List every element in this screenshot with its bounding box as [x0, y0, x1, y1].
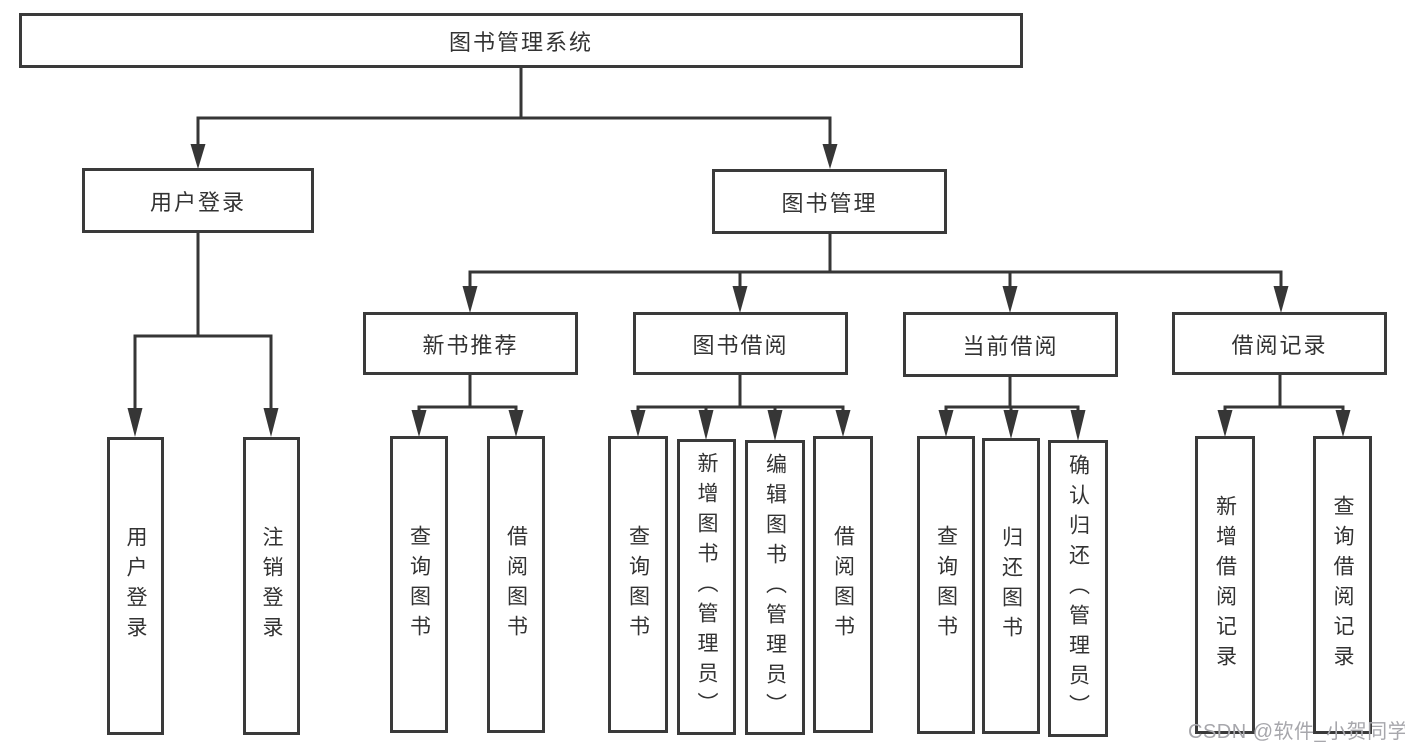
node-book-management: 图书管理 — [712, 169, 947, 234]
node-label: 查询图书 — [407, 524, 431, 645]
leaf-user-login: 用户登录 — [107, 437, 164, 735]
node-label: 编辑图书（管理员） — [763, 452, 787, 723]
node-label: 图书管理系统 — [448, 29, 593, 55]
node-label: 归还图书 — [999, 526, 1023, 646]
watermark: CSDN @软件_小贺同学 — [1188, 721, 1405, 743]
node-label: 图书管理 — [781, 190, 878, 216]
node-label: 查询借阅记录 — [1331, 495, 1354, 675]
node-label: 借阅图书 — [831, 524, 855, 645]
node-new-book-recommend: 新书推荐 — [363, 312, 578, 375]
leaf-borrow-edit-books-admin: 编辑图书（管理员） — [745, 440, 805, 735]
leaf-records-add-record: 新增借阅记录 — [1195, 436, 1255, 734]
node-label: 图书借阅 — [692, 332, 789, 358]
node-book-borrow: 图书借阅 — [633, 312, 848, 375]
leaf-current-query-books: 查询图书 — [917, 436, 975, 734]
node-root: 图书管理系统 — [19, 13, 1023, 68]
leaf-records-query-record: 查询借阅记录 — [1313, 436, 1372, 734]
leaf-newbook-borrow-books: 借阅图书 — [487, 436, 545, 733]
node-label: 借阅图书 — [504, 524, 528, 645]
node-label: 注销登录 — [260, 526, 283, 646]
node-label: 新书推荐 — [422, 332, 519, 358]
node-label: 借阅记录 — [1231, 332, 1328, 358]
leaf-borrow-borrow-books: 借阅图书 — [813, 436, 873, 733]
node-current-borrow: 当前借阅 — [903, 312, 1118, 377]
node-label: 新增借阅记录 — [1213, 495, 1237, 675]
node-label: 用户登录 — [149, 189, 246, 215]
node-label: 当前借阅 — [962, 333, 1059, 359]
leaf-current-return-books: 归还图书 — [982, 438, 1040, 734]
leaf-current-confirm-return-admin: 确认归还（管理员） — [1048, 440, 1108, 737]
node-label: 查询图书 — [626, 524, 650, 645]
leaf-borrow-add-books-admin: 新增图书（管理员） — [677, 439, 736, 735]
node-borrow-records: 借阅记录 — [1172, 312, 1387, 375]
node-label: 用户登录 — [124, 526, 147, 646]
leaf-newbook-query-books: 查询图书 — [390, 436, 448, 733]
leaf-borrow-query-books: 查询图书 — [608, 436, 668, 733]
node-label: 查询图书 — [934, 525, 958, 645]
node-label: 新增图书（管理员） — [695, 452, 718, 722]
leaf-logout: 注销登录 — [243, 437, 300, 735]
node-user-login: 用户登录 — [82, 168, 314, 233]
node-label: 确认归还（管理员） — [1066, 453, 1090, 724]
